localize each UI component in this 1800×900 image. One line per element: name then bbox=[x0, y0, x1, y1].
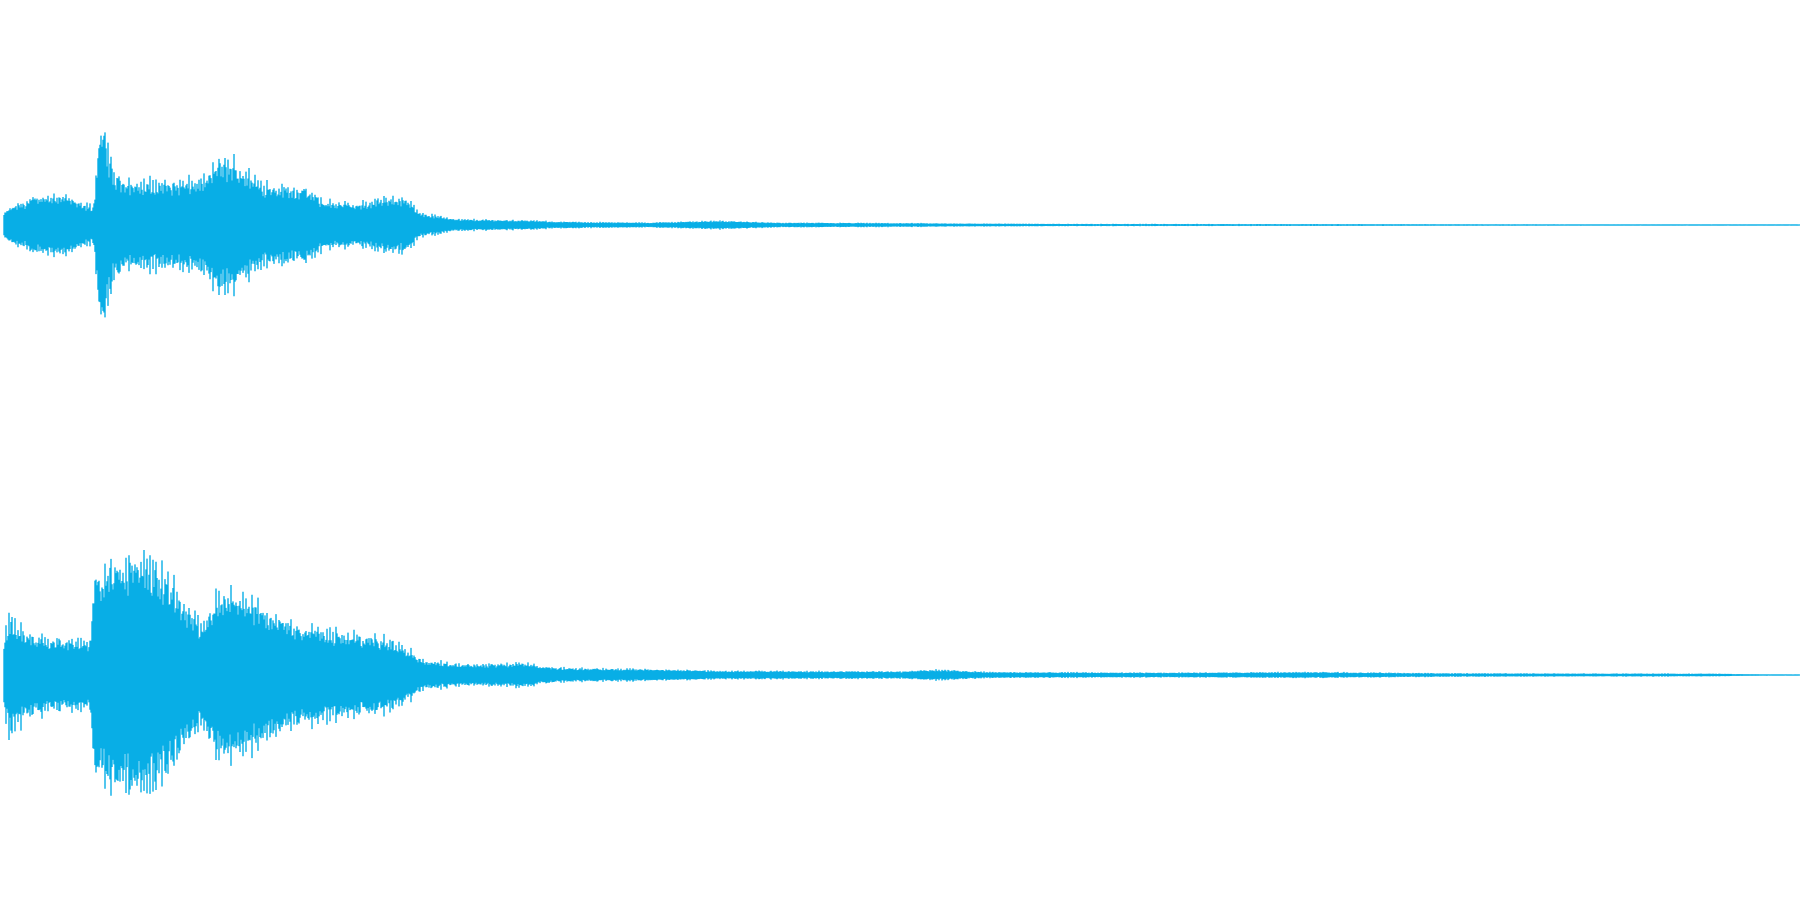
channel-1-waveform bbox=[3, 132, 1800, 318]
channel-2-waveform bbox=[3, 550, 1800, 796]
